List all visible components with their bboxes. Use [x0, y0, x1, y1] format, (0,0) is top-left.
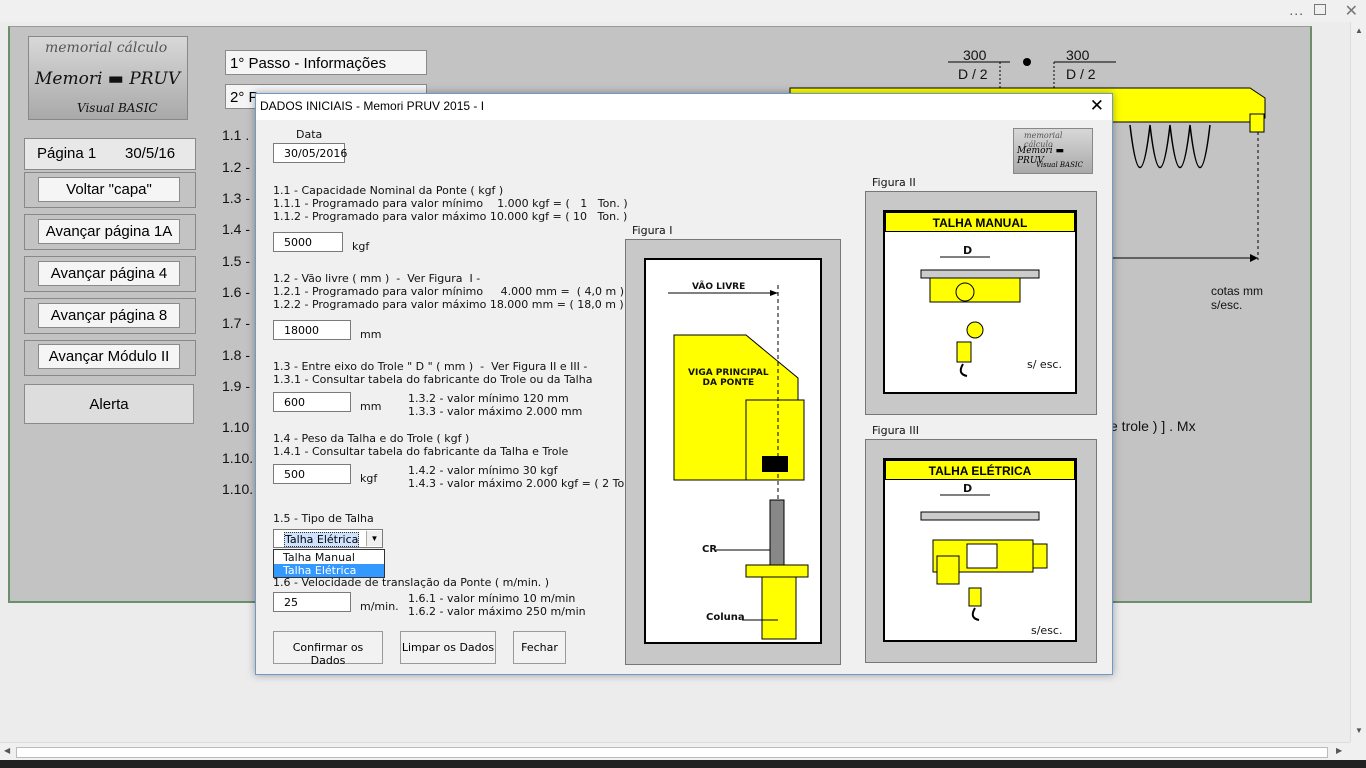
row-label: 1.7 -: [222, 315, 251, 331]
memori-pruv-logo: memorial cálculo Memori ▬ PRUV Visual BA…: [28, 36, 188, 120]
step1-button[interactable]: 1° Passo - Informações: [225, 50, 427, 75]
scroll-down-icon[interactable]: ▼: [1355, 726, 1363, 735]
figura-iii: TALHA ELÉTRICA D s/esc.: [865, 439, 1097, 663]
restore-icon[interactable]: [1314, 4, 1326, 15]
fechar-button[interactable]: Fechar: [513, 631, 566, 664]
scroll-right-icon[interactable]: ▶: [1336, 746, 1343, 755]
row-label: 1.2 -: [222, 159, 251, 175]
scroll-left-icon[interactable]: ◀: [4, 746, 11, 755]
row-label: 1.1 .: [222, 127, 250, 143]
close-window-icon[interactable]: ✕: [1344, 3, 1358, 20]
vao-livre-input[interactable]: 18000: [273, 320, 351, 340]
dados-iniciais-dialog: DADOS INICIAIS - Memori PRUV 2015 - I ✕ …: [255, 93, 1113, 675]
tipo-talha-dropdown: Talha Manual Talha Elétrica: [273, 549, 385, 578]
close-icon[interactable]: ✕: [1089, 96, 1104, 115]
figura-ii: TALHA MANUAL D s/ esc.: [865, 191, 1097, 415]
date-field[interactable]: 30/05/2016: [273, 143, 347, 163]
talha-eletrica-drawing: [920, 494, 1048, 621]
vertical-scrollbar[interactable]: ▲ ▼: [1350, 22, 1366, 742]
chevron-down-icon[interactable]: ▼: [366, 531, 382, 546]
row-label: 1.3 -: [222, 190, 251, 206]
entre-eixo-input[interactable]: 600: [273, 392, 351, 412]
page-indicator: Página 1 30/5/16: [24, 138, 196, 170]
dialog-logo: memorial cálculo Memori ▬ PRUV Visual BA…: [1013, 128, 1093, 174]
avancar-pagina-4-button[interactable]: Avançar página 4: [38, 261, 180, 286]
taskbar-strip: [0, 760, 1366, 768]
row-label: 1.5 -: [222, 253, 251, 269]
voltar-capa-button[interactable]: Voltar "capa": [38, 177, 180, 202]
capacity-input[interactable]: 5000: [273, 232, 343, 252]
alerta-button[interactable]: Alerta: [24, 384, 194, 424]
avancar-pagina-1a-button[interactable]: Avançar página 1A: [38, 219, 180, 244]
peso-talha-input[interactable]: 500: [273, 464, 351, 484]
dialog-titlebar: [256, 94, 1112, 120]
horizontal-scrollbar[interactable]: ◀ ▶: [0, 742, 1350, 761]
scroll-thumb[interactable]: [16, 747, 1328, 758]
figura-i: VÃO LIVRE VIGA PRINCIPAL DA PONTE CR Col…: [625, 239, 841, 665]
bridge-section-drawing: [668, 285, 809, 640]
talha-manual-drawing: [920, 256, 1040, 377]
velocidade-input[interactable]: 25: [273, 592, 351, 612]
row-label: 1.10.: [222, 450, 254, 466]
window-top-bar: ... ✕: [0, 0, 1366, 22]
row-label: 1.6 -: [222, 284, 251, 300]
avancar-modulo-ii-button[interactable]: Avançar Módulo II: [38, 344, 180, 369]
option-talha-eletrica[interactable]: Talha Elétrica: [283, 564, 357, 577]
confirmar-dados-button[interactable]: Confirmar os Dados: [273, 631, 383, 667]
row-label: 1.4 -: [222, 221, 251, 237]
row-label: 1.8 -: [222, 347, 251, 363]
avancar-pagina-8-button[interactable]: Avançar página 8: [38, 303, 180, 328]
limpar-dados-button[interactable]: Limpar os Dados: [400, 631, 496, 664]
tipo-talha-select[interactable]: Talha Elétrica: [273, 529, 383, 548]
row-label: 1.10: [222, 419, 250, 435]
option-talha-manual[interactable]: Talha Manual: [283, 551, 355, 564]
scroll-up-icon[interactable]: ▲: [1355, 26, 1363, 35]
row-label: 1.9 -: [222, 378, 251, 394]
more-icon[interactable]: ...: [1289, 2, 1304, 18]
row-label: 1.10.: [222, 481, 254, 497]
dialog-title: DADOS INICIAIS - Memori PRUV 2015 - I: [260, 99, 485, 113]
